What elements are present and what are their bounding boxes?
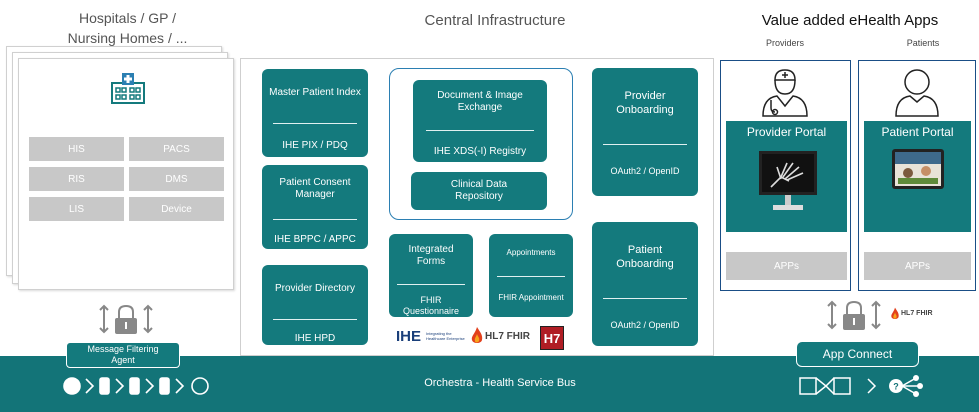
mpi-sub: IHE PIX / PDQ [282, 139, 348, 151]
provider-directory-box: Provider Directory IHE HPD [262, 265, 368, 345]
bus-router-icon-right: ? [799, 375, 923, 397]
system-pacs: PACS [129, 137, 224, 161]
forms-title: Integrated Forms [408, 244, 454, 267]
document-group [389, 68, 573, 220]
message-filter-box: Message Filtering Agent [66, 342, 180, 368]
xray-monitor-icon [759, 151, 817, 210]
central-header: Central Infrastructure [424, 11, 566, 29]
provider-directory-sub: IHE HPD [294, 332, 336, 344]
patient-onboarding-box: Patient Onboarding OAuth2 / OpenID [592, 222, 698, 346]
mpi-title: Master Patient Index [269, 87, 361, 98]
provider-portal-label: Provider Portal [746, 125, 827, 139]
system-ris: RIS [29, 167, 124, 191]
provider-portal[interactable]: Provider Portal [726, 121, 847, 232]
provider-onboarding-title: Provider Onboarding [616, 90, 674, 116]
appointments-sub: FHIR Appointment [498, 293, 564, 302]
forms-box: Integrated Forms FHIR Questionnaire [389, 234, 473, 317]
hospitals-header: Hospitals / GP / Nursing Homes / ... [67, 10, 188, 46]
hospital-icon [111, 73, 145, 104]
hospital-card: HIS PACS RIS DMS LIS Device [18, 58, 234, 290]
right-lock-arrows-icon [827, 300, 881, 330]
forms-sub: FHIR Questionnaire [402, 295, 460, 316]
consent-box: Patient Consent Manager IHE BPPC / APPC [262, 165, 368, 249]
patient-portal[interactable]: Patient Portal [864, 121, 971, 232]
provider-directory-title: Provider Directory [274, 283, 356, 294]
patient-icon [895, 69, 939, 117]
clinical-data-box: Clinical Data Repository [411, 172, 547, 210]
consent-sub: IHE BPPC / APPC [274, 233, 356, 245]
bus-label: Orchestra - Health Service Bus [424, 377, 576, 389]
flame-icon [471, 327, 483, 343]
hl7-logo: H7 [540, 326, 564, 350]
patient-apps-button[interactable]: APPs [864, 252, 971, 280]
left-lock-arrows-icon [99, 304, 153, 334]
hl7-fhir-small-text: HL7 FHIR [901, 310, 933, 317]
patients-label: Patients [906, 38, 940, 48]
appointments-title: Appointments [506, 247, 556, 257]
tablet-icon [892, 149, 944, 189]
ihe-logo-text: IHE [396, 328, 422, 345]
system-his: HIS [29, 137, 124, 161]
patient-onboarding-title: Patient Onboarding [616, 244, 674, 270]
patient-onboarding-sub: OAuth2 / OpenID [610, 320, 680, 330]
patient-portal-label: Patient Portal [881, 125, 954, 139]
hl7-fhir-logo: HL7 FHIR [470, 326, 536, 348]
doctor-icon [762, 69, 808, 117]
patient-app-frame [858, 60, 976, 291]
app-connect-box: App Connect [796, 341, 919, 367]
hl7-fhir-text: HL7 FHIR [485, 331, 530, 342]
hl7-fhir-small-logo: HL7 FHIR [890, 306, 950, 324]
consent-title: Patient Consent Manager [279, 177, 351, 200]
appointments-box: Appointments FHIR Appointment [489, 234, 573, 317]
system-lis: LIS [29, 197, 124, 221]
flame-small-icon [891, 307, 899, 319]
provider-apps-button[interactable]: APPs [726, 252, 847, 280]
providers-label: Providers [765, 38, 804, 48]
document-exchange-box: Document & Image Exchange IHE XDS(-I) Re… [413, 80, 547, 162]
provider-onboarding-sub: OAuth2 / OpenID [610, 166, 680, 176]
system-device: Device [129, 197, 224, 221]
ihe-logo: IHE Integrating the Healthcare Enterpris… [396, 328, 466, 348]
provider-onboarding-box: Provider Onboarding OAuth2 / OpenID [592, 68, 698, 196]
svg-text:?: ? [893, 382, 899, 392]
provider-app-frame [720, 60, 851, 291]
document-exchange-sub: IHE XDS(-I) Registry [433, 145, 527, 157]
bus-flow-icon-left [63, 377, 209, 395]
mpi-box: Master Patient Index IHE PIX / PDQ [262, 69, 368, 157]
system-dms: DMS [129, 167, 224, 191]
value-added-header: Value added eHealth Apps [761, 11, 939, 29]
document-exchange-title: Document & Image Exchange [437, 90, 523, 113]
ihe-logo-small: Integrating the Healthcare Enterprise [426, 331, 465, 341]
